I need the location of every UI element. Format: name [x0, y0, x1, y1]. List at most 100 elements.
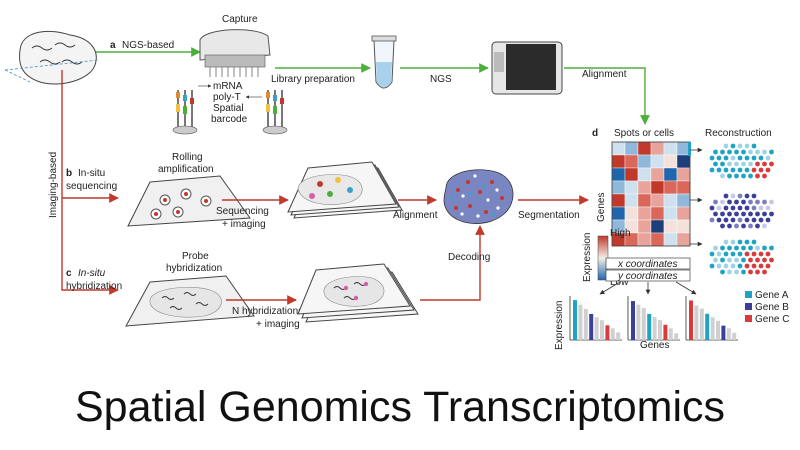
reconstruction-dot — [758, 263, 764, 269]
reconstruction-dot — [709, 205, 715, 211]
imaging-based-label: Imaging-based — [48, 152, 59, 218]
reconstruction-dot — [716, 217, 722, 223]
reconstruction-dot — [748, 223, 753, 229]
reconstruction-dot — [741, 199, 746, 205]
reconstruction-dot — [723, 239, 729, 245]
matrix-cell — [676, 193, 691, 208]
matrix-cell — [650, 180, 665, 195]
reconstruction-dot — [744, 155, 750, 161]
reconstruction-dot — [723, 205, 729, 211]
reconstruction-dot — [765, 263, 771, 269]
seq-imaging-label-1: Sequencing — [216, 206, 269, 217]
reconstruction-dot — [730, 193, 736, 199]
matrix-cell — [611, 154, 626, 169]
reconstruction-dot — [748, 245, 753, 251]
reconstruction-dot — [709, 251, 715, 257]
reconstruction-dot — [727, 161, 732, 167]
reconstruction-dot — [737, 263, 743, 269]
probe-array-left-icon — [172, 90, 198, 135]
panel-a-name: NGS-based — [122, 40, 174, 51]
reconstruction-dot — [744, 251, 750, 257]
panel-b-line2: sequencing — [66, 181, 117, 192]
matrix-cell — [663, 141, 678, 156]
matrix-cell — [624, 167, 639, 182]
reconstruction-dot — [741, 173, 746, 179]
alignment-mid-label: Alignment — [393, 210, 438, 221]
reconstruction-dot — [762, 269, 767, 275]
matrix-cell — [663, 219, 678, 234]
matrix-cell — [624, 180, 639, 195]
reconstruction-dot — [765, 217, 771, 223]
spatial-label: Spatial — [213, 103, 244, 114]
reconstruction-dot — [737, 217, 743, 223]
matrix-cell — [637, 180, 652, 195]
matrix-cell — [676, 219, 691, 234]
matrix-cell — [624, 206, 639, 221]
panel-a-letter: a — [110, 40, 116, 51]
reconstruction-dot — [716, 251, 722, 257]
reconstruction-dot — [755, 245, 760, 251]
reconstruction-dot — [769, 149, 774, 155]
reconstruction-dot — [723, 193, 729, 199]
ngs-label: NGS — [430, 74, 452, 85]
reconstruction-dot — [730, 167, 736, 173]
reconstruction-dot — [727, 199, 732, 205]
reconstruction-dot — [758, 155, 764, 161]
legend-gene-a: Gene A — [755, 290, 789, 301]
reconstruction-dot — [716, 167, 722, 173]
expression-bar — [610, 328, 615, 340]
decoding-label: Decoding — [448, 252, 490, 263]
reconstruction-dot — [713, 149, 718, 155]
expression-bar — [616, 332, 621, 340]
red-arrow-to-probe-slide — [61, 70, 119, 295]
reconstruction-dot — [755, 211, 760, 217]
reconstruction-dot — [748, 257, 753, 263]
reconstruction-dot — [727, 149, 732, 155]
reconstruction-dot — [769, 211, 774, 217]
reconstruction-dot — [734, 211, 739, 217]
gene-legend: Gene A Gene B Gene C — [745, 290, 789, 325]
y-coordinates-box — [605, 269, 691, 282]
reconstruction-dot — [713, 199, 718, 205]
reconstruction-dot — [737, 155, 743, 161]
reconstruction-dot — [751, 239, 757, 245]
legend-gene-c: Gene C — [755, 314, 789, 325]
reconstruction-dot — [716, 155, 722, 161]
matrix-cell — [663, 180, 678, 195]
reconstruction-dot — [769, 161, 774, 167]
spatial-genomics-diagram: a NGS-based Capture mRNA poly-T — [4, 14, 789, 351]
reconstruction-dot — [720, 245, 725, 251]
gene-expression-bar-charts — [569, 296, 738, 341]
reconstruction-dot — [734, 149, 739, 155]
expression-axis-label: Expression — [554, 301, 565, 350]
polyt-label: poly-T — [213, 92, 241, 103]
library-prep-label: Library preparation — [271, 74, 355, 85]
expression-bar — [732, 332, 737, 340]
reconstruction-dot — [744, 167, 750, 173]
legend-swatch-gene-b — [745, 303, 752, 310]
capture-slide-icon — [199, 29, 271, 77]
reconstruction-dot — [709, 155, 715, 161]
reconstruction-dot — [762, 223, 767, 229]
expression-bar — [689, 300, 693, 340]
matrix-cell — [663, 232, 678, 247]
n-hyb-label-1: N hybridizations — [232, 306, 303, 317]
matrix-cell — [663, 167, 678, 182]
y-coordinates-label: y coordinates — [617, 271, 677, 282]
reconstruction-dot — [720, 223, 725, 229]
expression-bar — [663, 324, 668, 340]
reconstruction-dot — [741, 269, 746, 275]
legend-swatch-gene-a — [745, 291, 752, 298]
reconstruction-dot — [762, 245, 767, 251]
reconstruction-dot — [734, 173, 739, 179]
merged-tissue-blob — [443, 169, 514, 224]
reconstruction-dot — [744, 217, 750, 223]
expression-bar — [573, 300, 577, 340]
matrix-cell — [650, 154, 665, 169]
reconstruction-dot — [737, 239, 743, 245]
reconstruction-dot — [741, 223, 746, 229]
matrix-cell — [663, 154, 678, 169]
expression-bar — [600, 320, 604, 340]
reconstruction-dot — [727, 257, 732, 263]
matrix-cell — [637, 154, 652, 169]
